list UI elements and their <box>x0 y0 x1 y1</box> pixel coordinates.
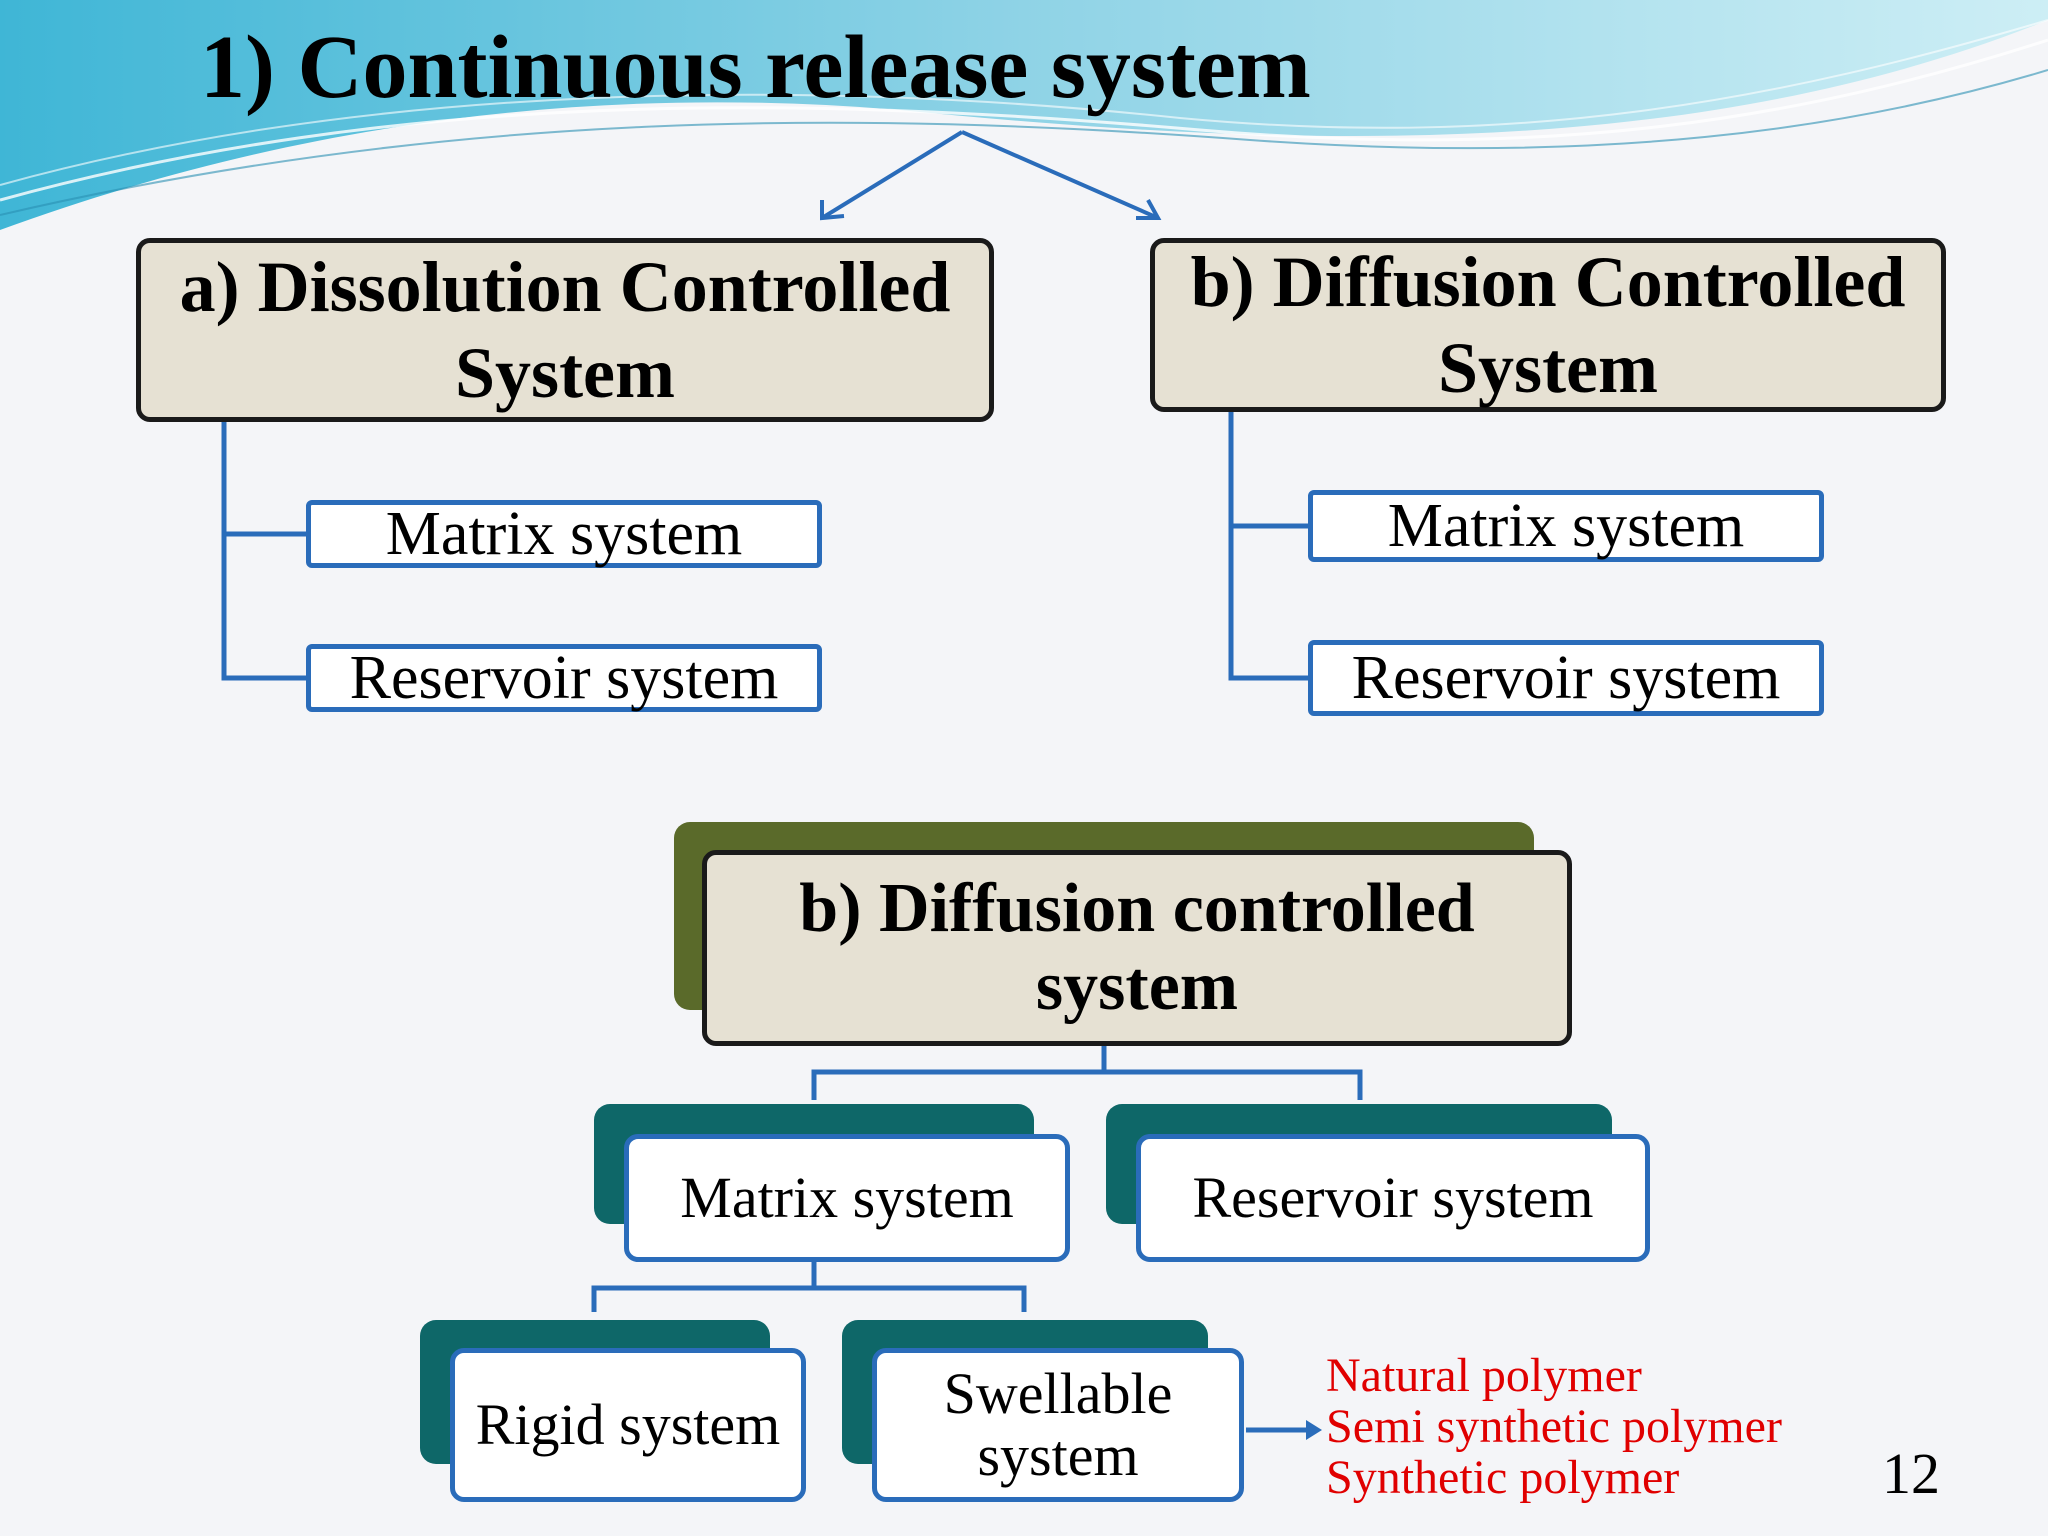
diffusion-heading: b) Diffusion Controlled System <box>1190 242 1906 408</box>
dissolution-matrix-label: Matrix system <box>385 500 743 568</box>
polymer-natural: Natural polymer <box>1326 1349 1642 1402</box>
diffusion-system-box: b) Diffusion controlled system <box>702 850 1572 1046</box>
diffusion-matrix-label: Matrix system <box>1387 492 1745 560</box>
left-tree-lines <box>221 422 308 681</box>
polymer-list: Natural polymer Semi synthetic polymer S… <box>1326 1350 1782 1503</box>
dissolution-reservoir-label: Reservoir system <box>349 644 779 712</box>
swellable-system-box: Swellable system <box>872 1348 1244 1502</box>
rigid-system-box: Rigid system <box>450 1348 806 1502</box>
matrix-system-box: Matrix system <box>624 1134 1070 1262</box>
diffusion-reservoir-box: Reservoir system <box>1308 640 1824 716</box>
matrix-system-label: Matrix system <box>680 1165 1014 1230</box>
page-number: 12 <box>1882 1441 1940 1506</box>
dissolution-matrix-box: Matrix system <box>306 500 822 568</box>
diffusion-controlled-box: b) Diffusion Controlled System <box>1150 238 1946 412</box>
slide-title: 1) Continuous release system <box>200 18 1311 117</box>
reservoir-system-box: Reservoir system <box>1136 1134 1650 1262</box>
polymer-semi-synthetic: Semi synthetic polymer <box>1326 1400 1782 1453</box>
right-tree-lines <box>1228 412 1310 681</box>
diffusion-matrix-box: Matrix system <box>1308 490 1824 562</box>
rigid-system-label: Rigid system <box>475 1392 781 1457</box>
dissolution-heading: a) Dissolution Controlled System <box>179 247 951 413</box>
header-wave-decoration <box>0 0 2048 230</box>
swellable-system-label: Swellable system <box>943 1361 1173 1488</box>
dissolution-controlled-box: a) Dissolution Controlled System <box>136 238 994 422</box>
diffusion-system-heading: b) Diffusion controlled system <box>799 870 1475 1025</box>
polymer-synthetic: Synthetic polymer <box>1326 1451 1680 1504</box>
dissolution-reservoir-box: Reservoir system <box>306 644 822 712</box>
reservoir-system-label: Reservoir system <box>1192 1165 1594 1230</box>
diffusion-reservoir-label: Reservoir system <box>1351 644 1781 712</box>
